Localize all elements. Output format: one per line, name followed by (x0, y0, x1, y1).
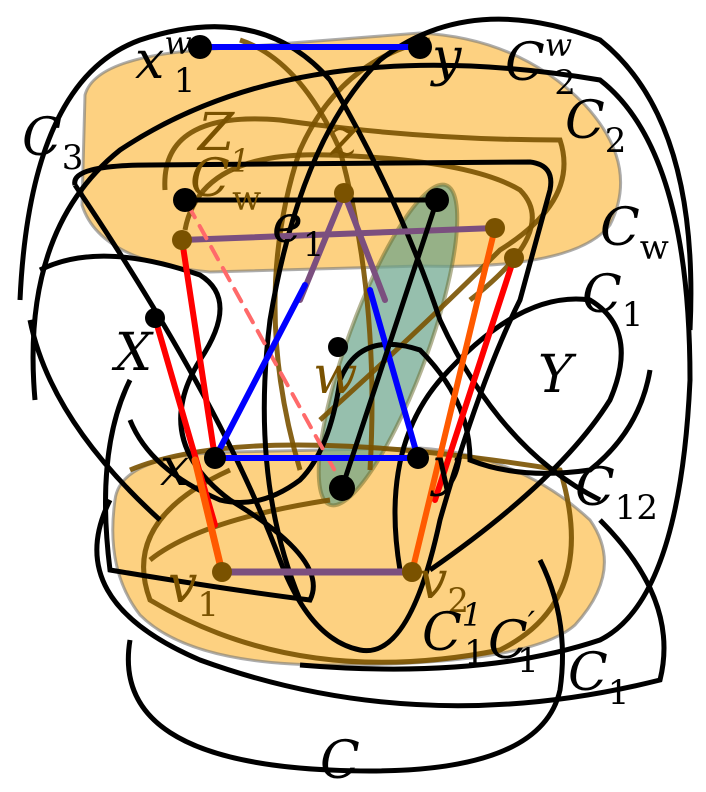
vertex (212, 562, 232, 582)
purple-edge-top (179, 225, 498, 243)
label: v2 (418, 551, 469, 621)
vertex (334, 183, 354, 203)
orange-edge-2 (409, 225, 498, 575)
vertices (145, 35, 524, 582)
black-edge-green (339, 197, 440, 491)
orange-edge-1 (191, 456, 226, 576)
label: w (313, 346, 358, 406)
vertex (329, 475, 355, 501)
red-edge-3 (432, 255, 517, 503)
label: C2 (565, 91, 626, 161)
label: C12 (575, 458, 658, 528)
label: z (329, 108, 358, 168)
red-edge-2 (179, 237, 218, 461)
edges (152, 44, 517, 576)
vertex (408, 35, 432, 59)
label: x (160, 438, 189, 498)
vertex (407, 447, 429, 469)
label: y (430, 438, 462, 498)
vertex (188, 35, 212, 59)
label: Z (196, 103, 235, 163)
label: C1 (582, 265, 643, 335)
purple-edge-a1 (297, 190, 347, 303)
vertex (504, 248, 524, 268)
label: e1 (272, 195, 324, 265)
inner-brown-curves (129, 37, 574, 665)
blue-edge-right (367, 287, 421, 461)
label: C1 (568, 643, 629, 713)
vertex (145, 308, 165, 328)
outer-black-curves (17, 16, 694, 774)
blue-edge-left (212, 282, 308, 461)
purple-edge-a2 (341, 190, 388, 303)
label: y (430, 28, 462, 88)
label: Cw (600, 198, 669, 268)
label: Y (538, 345, 577, 405)
label: C′1 (488, 604, 539, 681)
label: C (320, 731, 360, 791)
vertex (172, 230, 192, 250)
vertex (204, 447, 226, 469)
label: C3 (22, 108, 83, 178)
vertex (328, 337, 348, 357)
vertex (402, 562, 422, 582)
vertex (425, 188, 449, 212)
label: v1 (168, 555, 219, 625)
red-dashed-edge (186, 203, 342, 482)
label: X (111, 323, 154, 383)
vertex (173, 188, 197, 212)
vertex (485, 218, 505, 238)
